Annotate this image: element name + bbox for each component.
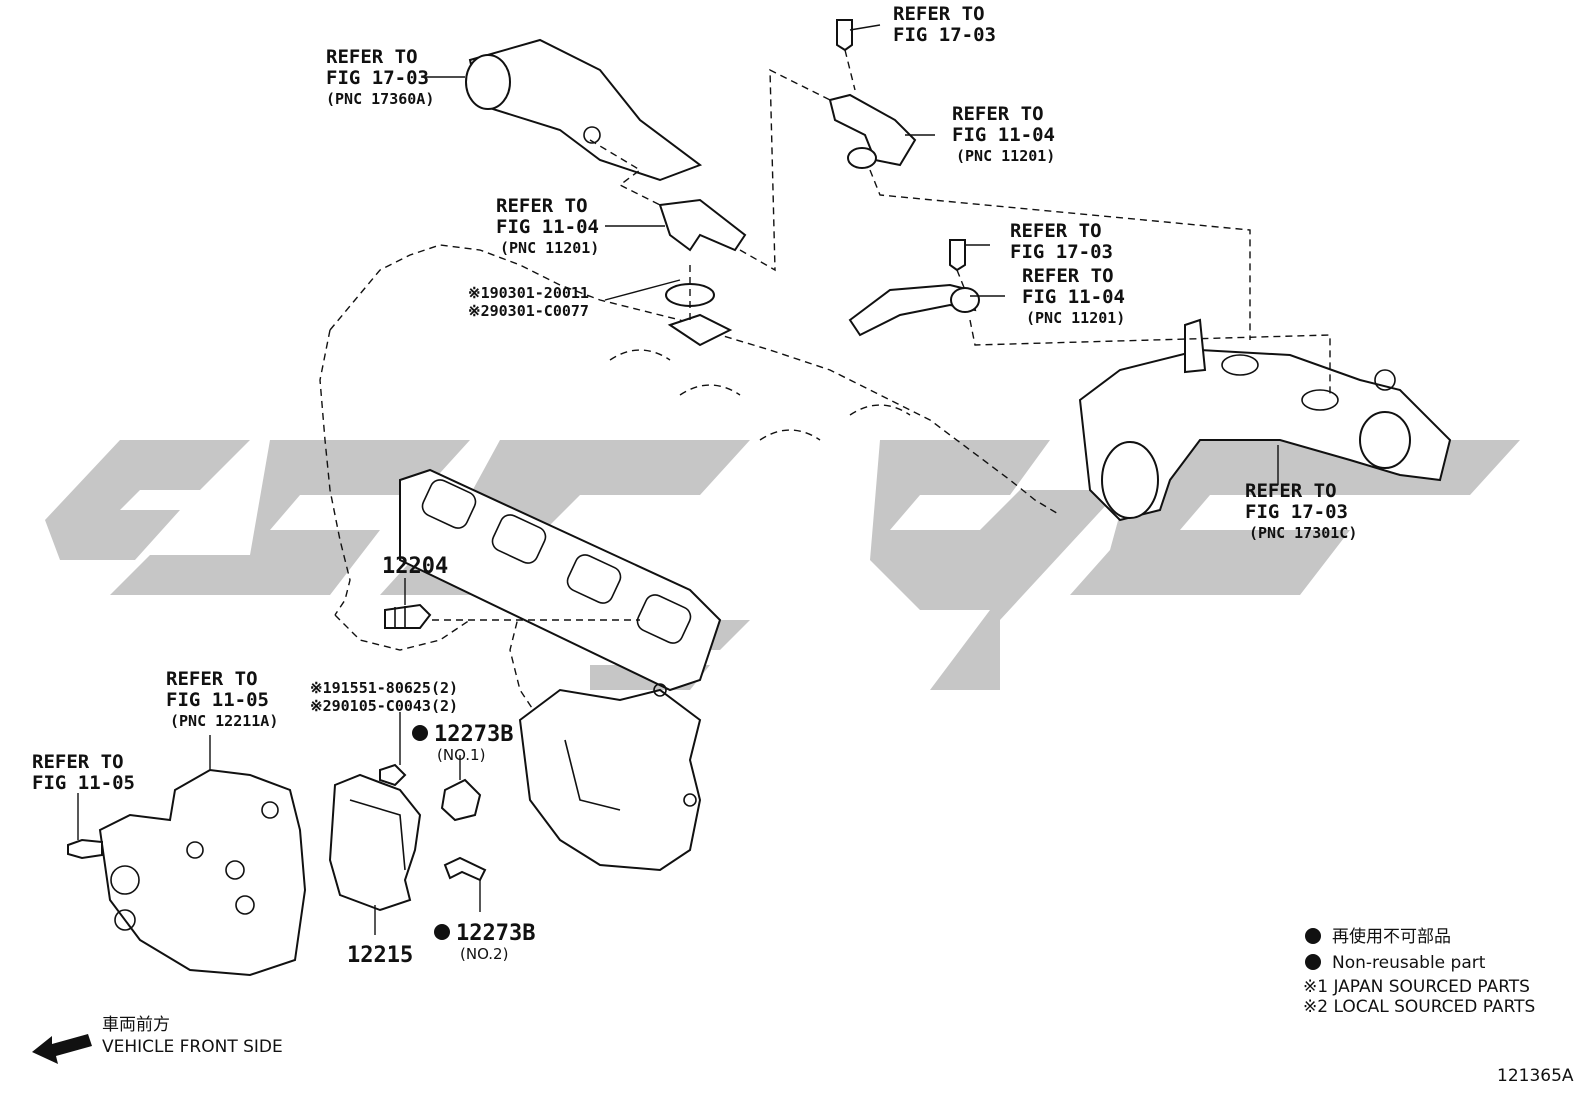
svg-text:(NO.1): (NO.1) [437, 746, 485, 764]
ref-fig1104-top-right: REFER TO FIG 11-04 (PNC 11201) [952, 103, 1055, 165]
svg-text:REFER TO: REFER TO [32, 751, 124, 773]
leader-lines [425, 24, 1279, 485]
ref-fig1703-mid-right: REFER TO FIG 17-03 [1010, 220, 1113, 263]
part-12215-cover [328, 773, 422, 935]
svg-text:(NO.2): (NO.2) [460, 945, 508, 963]
label-12273b-no1: 12273B (NO.1) [412, 722, 513, 764]
label-12215: 12215 [347, 943, 413, 968]
svg-text:REFER TO: REFER TO [496, 195, 588, 217]
svg-text:REFER TO: REFER TO [1022, 265, 1114, 287]
ref-fig1104-mid-right: REFER TO FIG 11-04 (PNC 11201) [1022, 265, 1125, 327]
svg-text:(PNC 17360A): (PNC 17360A) [326, 90, 434, 108]
ref-fig1703-top: REFER TO FIG 17-03 [893, 3, 996, 46]
front-arrow-icon [32, 1034, 92, 1064]
svg-text:FIG 11-04: FIG 11-04 [952, 124, 1055, 146]
svg-text:(PNC 17301C): (PNC 17301C) [1249, 524, 1357, 542]
svg-text:※1 JAPAN SOURCED PARTS: ※1 JAPAN SOURCED PARTS [1303, 977, 1530, 997]
gasket-part-codes: ※190301-20011 ※290301-C0077 [468, 284, 589, 320]
svg-text:FIG 17-03: FIG 17-03 [326, 67, 429, 89]
svg-text:(PNC 12211A): (PNC 12211A) [170, 712, 278, 730]
svg-text:※290105-C0043(2): ※290105-C0043(2) [310, 697, 458, 715]
svg-text:REFER TO: REFER TO [952, 103, 1044, 125]
svg-text:REFER TO: REFER TO [166, 668, 258, 690]
svg-text:FIG 11-05: FIG 11-05 [166, 689, 269, 711]
ref-fig1105-pnc12211a: REFER TO FIG 11-05 (PNC 12211A) [166, 668, 278, 730]
svg-text:REFER TO: REFER TO [1010, 220, 1102, 242]
svg-text:FIG 11-04: FIG 11-04 [1022, 286, 1125, 308]
svg-text:(PNC 11201): (PNC 11201) [956, 147, 1055, 165]
label-12273b-no2: 12273B (NO.2) [434, 921, 535, 963]
svg-text:REFER TO: REFER TO [326, 46, 418, 68]
cover-bolt [379, 712, 407, 787]
svg-text:FIG 17-03: FIG 17-03 [1010, 241, 1113, 263]
timing-housing [518, 683, 702, 872]
connection-lines [420, 49, 1331, 621]
svg-text:VEHICLE FRONT SIDE: VEHICLE FRONT SIDE [102, 1037, 283, 1057]
hose-elbow-top [828, 19, 917, 169]
bolt-part-codes: ※191551-80625(2) ※290105-C0043(2) [310, 679, 458, 715]
svg-text:FIG 17-03: FIG 17-03 [893, 24, 996, 46]
watermark-logo [45, 440, 1520, 690]
water-bypass-fitting [658, 198, 747, 347]
svg-text:※290301-C0077: ※290301-C0077 [468, 302, 589, 320]
svg-text:(PNC 11201): (PNC 11201) [1026, 309, 1125, 327]
svg-text:車両前方: 車両前方 [102, 1015, 170, 1035]
ref-fig1703-pnc17301c: REFER TO FIG 17-03 (PNC 17301C) [1245, 480, 1357, 542]
ref-fig1703-pnc17360a: REFER TO FIG 17-03 (PNC 17360A) [326, 46, 434, 108]
svg-text:※191551-80625(2): ※191551-80625(2) [310, 679, 458, 697]
hose-mid-right [848, 239, 980, 337]
part-12273b-no2-gasket [443, 856, 487, 912]
svg-text:12273B: 12273B [456, 921, 535, 946]
legend: 再使用不可部品 Non-reusable part ※1 JAPAN SOURC… [1303, 926, 1535, 1017]
diagram-id: 121365A [1497, 1066, 1574, 1086]
svg-text:(PNC 11201): (PNC 11201) [500, 239, 599, 257]
svg-text:REFER TO: REFER TO [893, 3, 985, 25]
svg-text:※2 LOCAL SOURCED PARTS: ※2 LOCAL SOURCED PARTS [1303, 997, 1535, 1017]
vvt-housing [98, 735, 307, 977]
svg-text:Non-reusable part: Non-reusable part [1332, 953, 1486, 973]
water-outlet-pipe [465, 38, 703, 182]
ref-fig1105-left: REFER TO FIG 11-05 [32, 751, 135, 794]
svg-text:FIG 17-03: FIG 17-03 [1245, 501, 1348, 523]
svg-text:FIG 11-04: FIG 11-04 [496, 216, 599, 238]
svg-text:※190301-20011: ※190301-20011 [468, 284, 589, 302]
exhaust-gasket-plate [399, 468, 722, 692]
svg-text:FIG 11-05: FIG 11-05 [32, 772, 135, 794]
svg-text:再使用不可部品: 再使用不可部品 [1332, 926, 1451, 947]
part-12273b-no1-gasket [440, 755, 482, 822]
water-inlet-housing [1078, 318, 1452, 522]
part-12204-sensor [384, 578, 432, 629]
svg-text:REFER TO: REFER TO [1245, 480, 1337, 502]
housing-bolt [67, 793, 103, 860]
label-12204: 12204 [382, 554, 448, 579]
vehicle-front-indicator: 車両前方 VEHICLE FRONT SIDE [32, 1015, 283, 1064]
svg-text:12273B: 12273B [434, 722, 513, 747]
ref-fig1104-center: REFER TO FIG 11-04 (PNC 11201) [496, 195, 599, 257]
